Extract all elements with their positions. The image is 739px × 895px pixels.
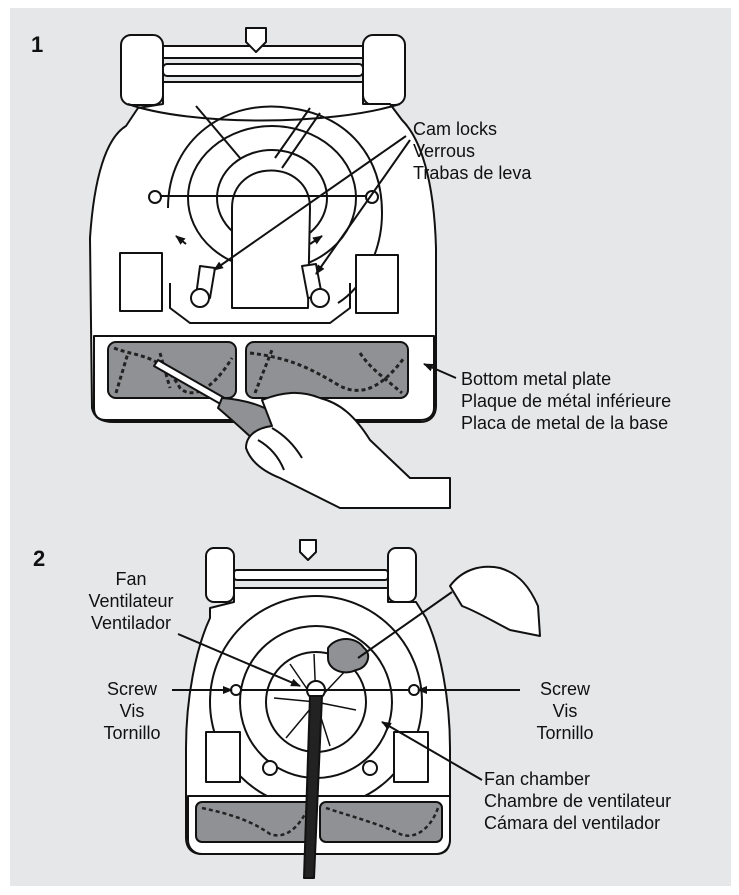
fig2-bristles [201,806,440,837]
screw-right-label: Screw Vis Tornillo [522,678,608,744]
screwdriver [303,695,323,879]
brush-bristles [113,346,406,395]
hand [245,392,451,509]
instruction-panel: 1 2 Cam locks Verrous Trabas de leva Bot… [10,8,731,886]
fig2-left-wheel [205,547,235,603]
fig2-right-brushroll [319,801,443,843]
fig2-hand [449,565,541,637]
bottom-plate-es: Placa de metal de la base [461,413,669,433]
axle [162,63,364,77]
fig2-tools [303,565,541,879]
screw-left-fr: Vis [119,701,145,721]
figure-1-vacuum-base [89,27,437,423]
top-notch [245,27,267,53]
screw-left-en: Screw [106,679,157,699]
right-wheel [362,34,406,106]
screw-right-en: Screw [539,679,590,699]
fan-fr: Ventilateur [88,591,174,611]
fan-es: Ventilador [90,613,172,633]
scissors-and-hand [153,359,451,509]
screw-right-fr: Vis [552,701,578,721]
illustration [89,27,541,879]
fig2-right-wheel [387,547,417,603]
screw-left-label: Screw Vis Tornillo [92,678,172,744]
bottom-plate-label: Bottom metal plate Plaque de métal infér… [461,368,671,434]
cam-locks-es: Trabas de leva [413,163,532,183]
fig2-left-brushroll [195,801,313,843]
screw-left-es: Tornillo [103,723,161,743]
left-wheel [120,34,164,106]
fan-en: Fan [115,569,147,589]
bottom-plate-en: Bottom metal plate [461,369,612,389]
figure-2-leaders [172,633,520,781]
right-brushroll [245,341,409,399]
fan-label: Fan Ventilateur Ventilador [66,568,196,634]
cam-locks-en: Cam locks [413,119,498,139]
debris [327,638,370,674]
cam-locks-fr: Verrous [413,141,476,161]
bottom-plate-fr: Plaque de métal inférieure [461,391,672,411]
fan-chamber-en: Fan chamber [484,769,591,789]
screw-right-es: Tornillo [536,723,594,743]
fan-chamber-es: Cámara del ventilador [484,813,661,833]
fan-chamber-fr: Chambre de ventilateur [484,791,672,811]
cam-locks-label: Cam locks Verrous Trabas de leva [413,118,531,184]
figure-1-leaders [175,135,457,379]
step-number-1: 1 [31,32,44,57]
fan-chamber-label: Fan chamber Chambre de ventilateur Cámar… [484,768,671,834]
step-number-2: 2 [33,546,46,571]
